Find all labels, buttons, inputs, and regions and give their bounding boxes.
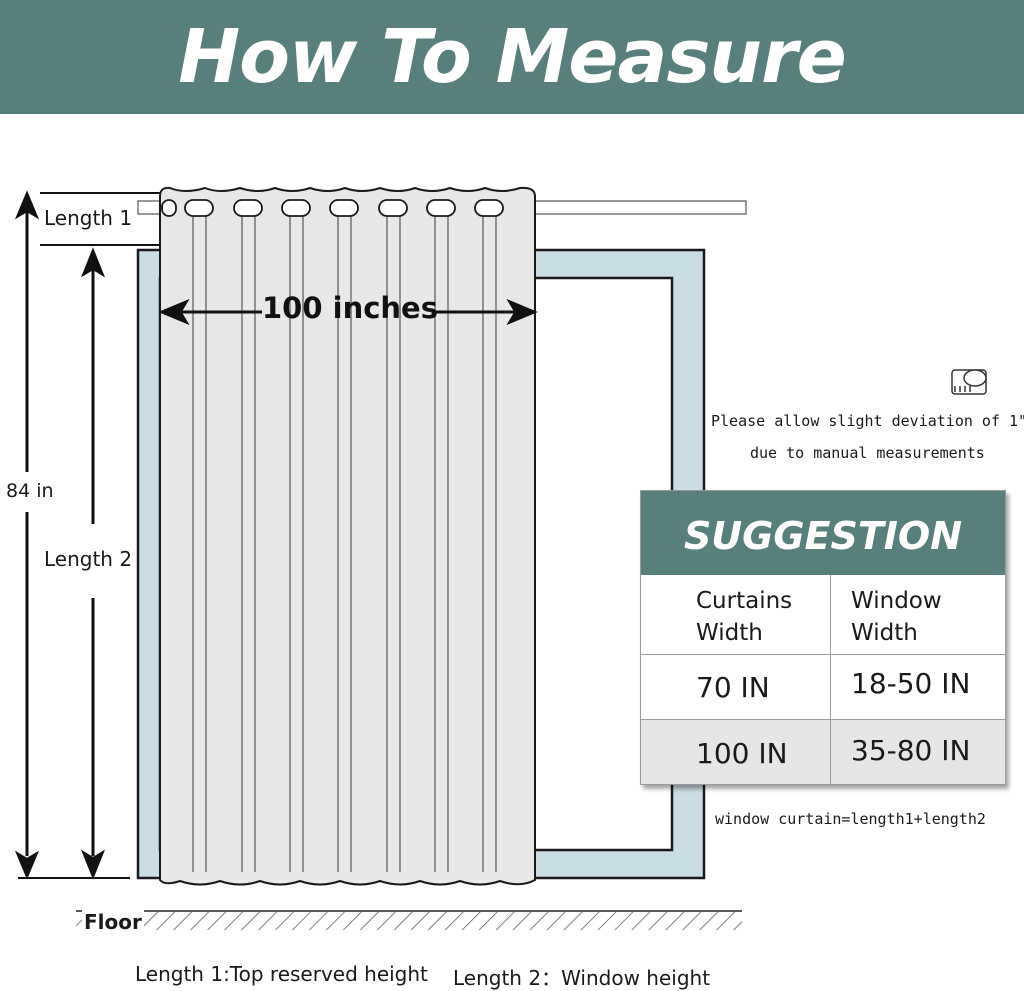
length2-label: Length 2 <box>44 547 133 571</box>
length1-label: Length 1 <box>44 206 133 230</box>
floor-label: Floor <box>82 910 144 934</box>
suggestion-table: SUGGESTION Curtains Width Window Width 7… <box>640 490 1006 785</box>
table-cell: 70 IN <box>696 671 770 704</box>
suggestion-title: SUGGESTION <box>641 491 1005 575</box>
page-title: How To Measure <box>178 14 847 100</box>
table-cell: 100 IN <box>696 737 788 770</box>
table-header-window: Window Width <box>851 588 942 646</box>
floor <box>76 910 742 930</box>
row-divider <box>641 654 1005 655</box>
table-header-curtains: Curtains Width <box>696 588 793 646</box>
table-cell: 35-80 IN <box>851 734 971 767</box>
table-row-alt-bg <box>641 720 1005 784</box>
table-cell: 18-50 IN <box>851 667 971 700</box>
formula-note: window curtain=length1+length2 <box>715 810 986 828</box>
legend-length2: Length 2：Window height <box>453 966 711 990</box>
header-banner <box>0 0 1024 114</box>
row-divider <box>641 719 1005 720</box>
tape-measure-icon <box>951 369 987 395</box>
deviation-note-line1: Please allow slight deviation of 1" <box>711 412 1024 430</box>
total-height-label: 84 in <box>6 480 54 502</box>
height-markers <box>14 190 160 880</box>
width-arrow <box>158 298 538 326</box>
grommets <box>161 199 504 217</box>
legend-length1: Length 1:Top reserved height <box>135 962 428 986</box>
deviation-note-line2: due to manual measurements <box>750 444 985 462</box>
column-divider <box>830 575 831 784</box>
curtain-panel <box>159 186 536 886</box>
width-label: 100 inches <box>262 291 438 325</box>
